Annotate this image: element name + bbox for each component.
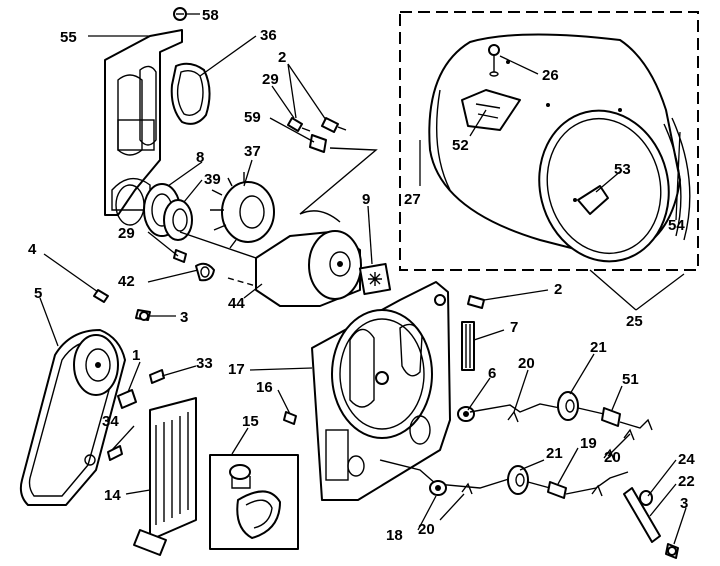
- label-27: 27: [404, 191, 421, 208]
- label-52: 52: [452, 137, 469, 154]
- label-2-right: 2: [554, 281, 562, 298]
- screw-part-29-mid: [173, 249, 187, 263]
- rear-bulkhead-part-55: [104, 29, 183, 216]
- bearing-part-39: [163, 199, 193, 241]
- label-18: 18: [386, 527, 403, 544]
- clip-part-20-mid: [623, 428, 635, 441]
- screw-part-58: [173, 7, 187, 21]
- label-20-top: 20: [518, 355, 535, 372]
- label-8: 8: [196, 149, 204, 166]
- screw-part-29-top: [287, 117, 311, 132]
- label-29-mid: 29: [118, 225, 135, 242]
- drum-assembly-boundary: [399, 11, 699, 271]
- label-44: 44: [228, 295, 245, 312]
- label-20-bottom: 20: [418, 521, 435, 538]
- label-37: 37: [244, 143, 261, 160]
- washer-part-18: [429, 480, 447, 496]
- label-20-mid: 20: [604, 449, 621, 466]
- label-17: 17: [228, 361, 245, 378]
- felt-seal-part-7: [461, 321, 475, 371]
- label-3-left: 3: [180, 309, 188, 326]
- roller-shaft-part-19: [547, 481, 567, 499]
- screw-part-2-top: [321, 117, 347, 133]
- clip-part-20-top: [507, 410, 519, 423]
- label-4: 4: [28, 241, 37, 258]
- label-54: 54: [668, 217, 685, 234]
- roller-part-21-top: [557, 391, 579, 421]
- idler-bracket-part-22: [623, 487, 661, 543]
- label-16: 16: [256, 379, 273, 396]
- label-7: 7: [510, 319, 518, 336]
- clip-part-20-bottom: [461, 482, 473, 495]
- thermostat-kit-part-15: [209, 454, 299, 550]
- label-59: 59: [244, 109, 261, 126]
- roller-part-21-bottom: [507, 465, 529, 495]
- fuse-part-9: [358, 262, 392, 296]
- label-39: 39: [204, 171, 221, 188]
- label-58: 58: [202, 7, 219, 24]
- label-15: 15: [242, 413, 259, 430]
- baffle-part-52: [461, 89, 521, 131]
- screw-part-26: [488, 44, 500, 77]
- label-5: 5: [34, 285, 42, 302]
- label-9: 9: [362, 191, 370, 208]
- label-51: 51: [622, 371, 639, 388]
- label-55: 55: [60, 29, 77, 46]
- screw-part-3-left: [135, 309, 151, 321]
- label-2-top: 2: [278, 49, 286, 66]
- screw-part-33: [149, 369, 165, 384]
- front-bulkhead-part-17: [311, 281, 451, 501]
- screw-part-3-right: [665, 543, 679, 559]
- label-1: 1: [132, 347, 140, 364]
- label-19: 19: [580, 435, 597, 452]
- screw-part-4: [93, 289, 109, 303]
- leader-lines: [39, 13, 687, 545]
- motor-part-44: [255, 230, 362, 307]
- baffle-part-53: [577, 185, 609, 215]
- drum-seal-part-54: [663, 117, 691, 241]
- label-42: 42: [118, 273, 135, 290]
- clamp-part-42: [195, 262, 215, 282]
- label-25: 25: [626, 313, 643, 330]
- label-29-top: 29: [262, 71, 279, 88]
- label-3-right: 3: [680, 495, 688, 512]
- roller-shaft-part-51: [601, 407, 621, 427]
- part-number-labels: 58 55 36 2 29 59 37 8 39 9 26 52 27 53 5…: [28, 7, 695, 544]
- drum-belt-part-5: [19, 329, 126, 506]
- screw-part-34: [107, 445, 123, 461]
- label-21-top: 21: [590, 339, 607, 356]
- label-24: 24: [678, 451, 695, 468]
- label-53: 53: [614, 161, 631, 178]
- label-14: 14: [104, 487, 121, 504]
- screw-part-2-right: [467, 295, 485, 309]
- label-6: 6: [488, 365, 496, 382]
- clip-part-59: [309, 134, 327, 153]
- label-33: 33: [196, 355, 213, 372]
- heater-part-14: [133, 397, 197, 556]
- label-22: 22: [678, 473, 695, 490]
- bracket-part-1: [117, 389, 137, 409]
- washer-part-6: [457, 406, 475, 422]
- screw-part-16: [283, 411, 297, 425]
- label-26: 26: [542, 67, 559, 84]
- label-34: 34: [102, 413, 119, 430]
- label-21-bottom: 21: [546, 445, 563, 462]
- label-36: 36: [260, 27, 277, 44]
- blower-wheel-part-37: [210, 172, 275, 249]
